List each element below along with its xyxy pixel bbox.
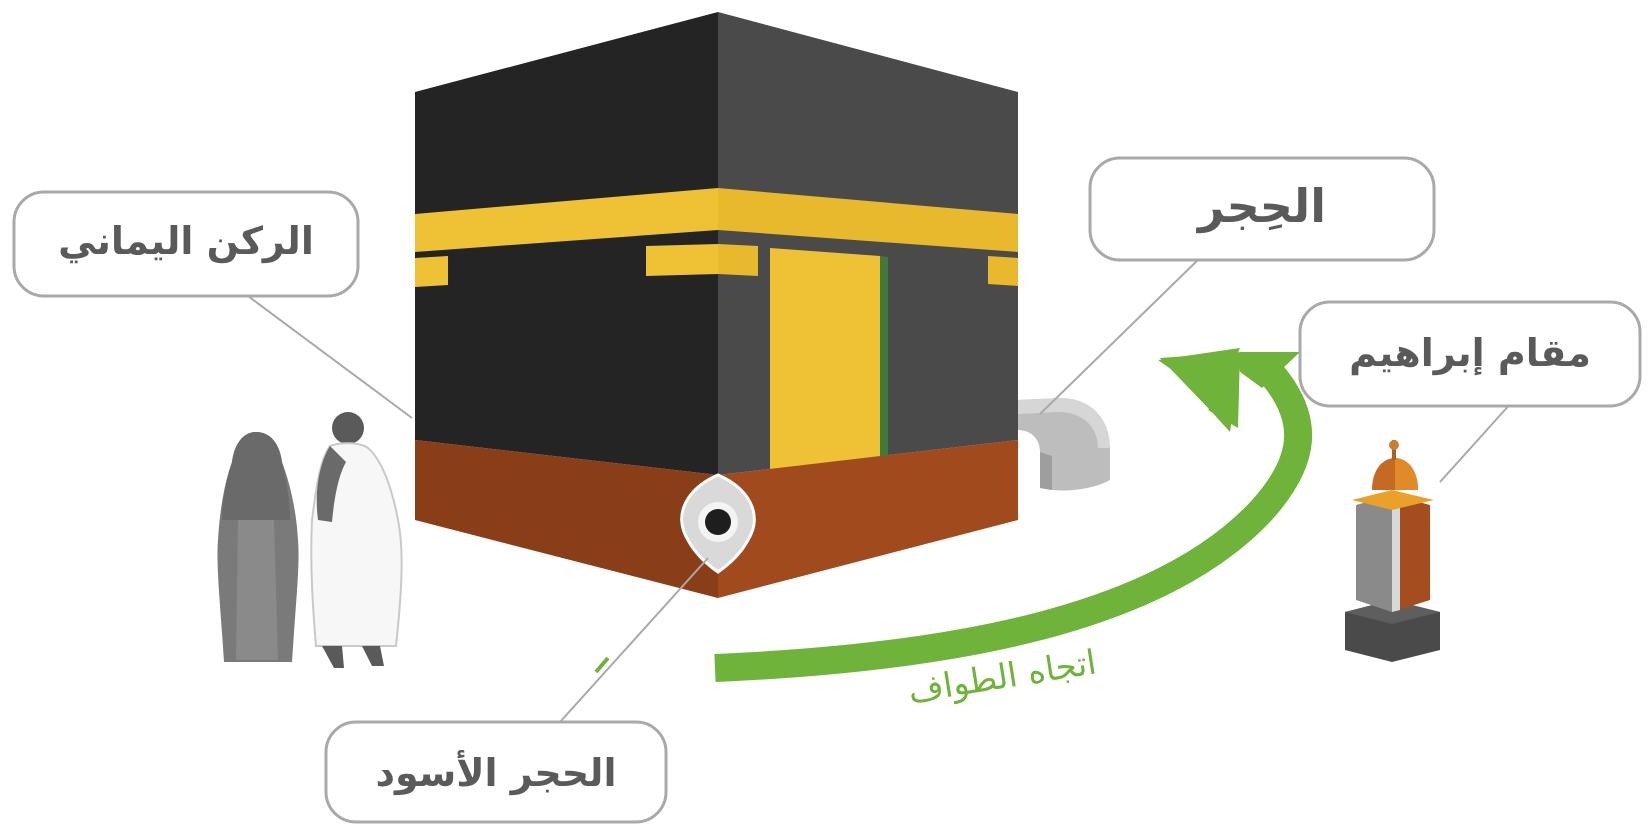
kiswa-plate (415, 256, 448, 287)
kaaba-base-right (718, 440, 1018, 598)
callout-hijr: الحِجر (1088, 156, 1436, 262)
kaaba-door-edge (880, 256, 888, 462)
callout-maqam-ibrahim: مقام إبراهيم (1298, 300, 1642, 408)
label-hajar-aswad: الحجر الأسود (376, 749, 617, 795)
label-rukn-yamani: الركن اليماني (58, 219, 314, 263)
black-stone (680, 473, 756, 574)
pilgrim-man (310, 412, 403, 668)
kaaba-left-face (415, 12, 718, 475)
kiswa-plate (646, 244, 718, 276)
tawaf-arrow (714, 348, 1313, 682)
kiswa-band-right (718, 188, 1018, 252)
callout-hajar-aswad: الحجر الأسود (324, 720, 668, 824)
callout-rukn-yamani: الركن اليماني (12, 190, 360, 298)
hijr-wall (1018, 398, 1110, 491)
kaaba-base-left (415, 440, 718, 598)
leader-line-maqam (1439, 401, 1513, 483)
kiswa-plate (718, 244, 758, 276)
kaaba (415, 12, 1018, 598)
pilgrim-woman (217, 432, 299, 662)
leader-line-rukn-yamani (247, 295, 413, 419)
maqam-ibrahim-structure (1345, 440, 1440, 662)
leader-line-hijr (1039, 255, 1203, 415)
kaaba-door-curtain (770, 248, 880, 478)
label-hijr: الحِجر (1196, 179, 1326, 233)
kiswa-band-left (415, 188, 718, 252)
kiswa-plate (988, 256, 1018, 286)
label-maqam-ibrahim: مقام إبراهيم (1349, 331, 1591, 376)
leader-line-hajar-aswad (559, 557, 709, 723)
leader-lines (247, 255, 1513, 723)
